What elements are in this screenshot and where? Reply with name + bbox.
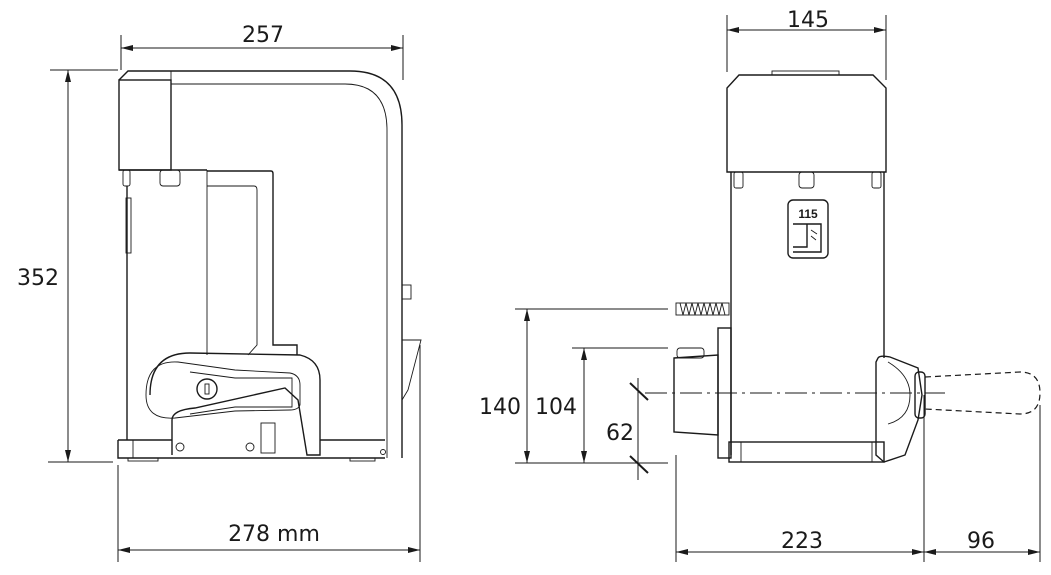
label-plate-115: 115 xyxy=(798,207,818,221)
dim-278mm: 278 mm xyxy=(228,522,320,547)
side-view-dimensions: 257 352 278 mm xyxy=(17,23,421,562)
front-view: 115 xyxy=(645,70,1041,463)
dim-96: 96 xyxy=(967,529,995,554)
dim-352: 352 xyxy=(17,266,59,291)
dim-223: 223 xyxy=(781,529,823,554)
front-view-dimensions: 145 140 104 62 223 96 xyxy=(479,8,1041,562)
dim-104: 104 xyxy=(535,395,577,420)
dim-145: 145 xyxy=(787,8,829,33)
dim-140: 140 xyxy=(479,395,521,420)
dim-62: 62 xyxy=(606,421,634,446)
dim-257: 257 xyxy=(242,23,284,48)
side-view xyxy=(117,70,422,462)
